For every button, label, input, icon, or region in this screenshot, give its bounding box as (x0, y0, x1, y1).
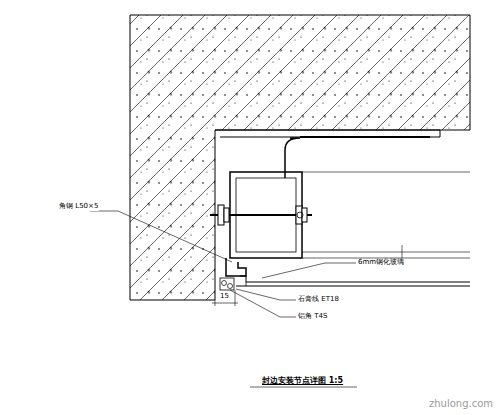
title-underline (250, 387, 357, 388)
concrete-structure (130, 15, 470, 300)
drawing-title: 封边安装节点详图 1:5 (261, 377, 344, 386)
part-label: 角钢 L50×5 (58, 203, 99, 211)
part-label: 铝角 T4S (297, 313, 328, 321)
part-label: 15 (219, 293, 230, 301)
steel-bracket (215, 130, 470, 258)
part-label: 石膏线 ET18 (297, 296, 340, 304)
watermark: zhulong.com (428, 398, 494, 409)
ceiling-panel (220, 258, 470, 290)
part-label: 6mm钢化玻璃 (357, 259, 405, 267)
leader-lines (90, 211, 356, 317)
anchor-bolt (210, 205, 312, 225)
